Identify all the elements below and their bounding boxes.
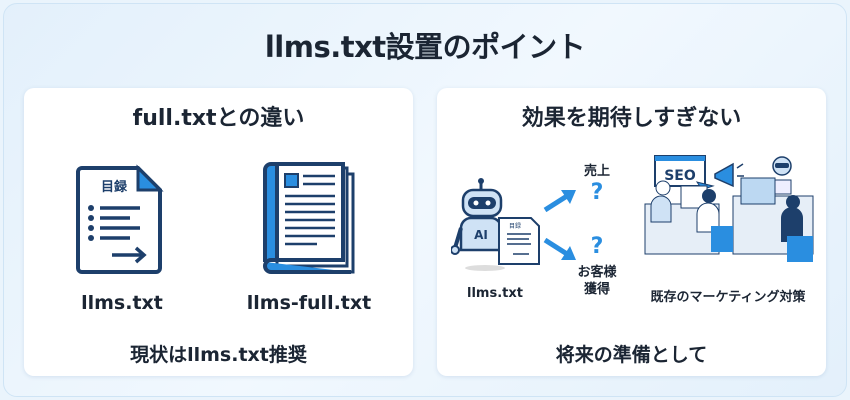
customer-acquisition-label: お客様 獲得 [567,264,627,298]
sales-question-mark: ? [590,180,604,205]
marketing-office-illustration: SEO [644,155,814,262]
doc-toc-text: 目録 [101,179,128,195]
arrow-up-right-icon [543,190,576,212]
arrow-down-right-icon [543,238,576,260]
customer-label-line1: お客様 [577,265,617,280]
card-dont-expect-too-much: 効果を期待しすぎない AI 目録 売上 ? ? お客様 獲得 SEO [437,88,826,376]
page-title: llms.txt設置のポイント [264,30,586,64]
card-footer: 現状はllms.txt推奨 [130,344,307,366]
megaphone-icon [714,162,734,188]
card-full-txt-difference: full.txtとの違い 目録 llms.txt llms-full.txt 現… [24,88,413,376]
robot-ai-text: AI [474,228,488,242]
card-heading: 効果を期待しすぎない [521,106,742,131]
customer-label-line2: 獲得 [583,282,610,297]
llms-txt-robot-label: llms.txt [467,286,523,301]
sales-label: 売上 [583,164,610,179]
card-heading: full.txtとの違い [132,106,305,131]
existing-marketing-label: 既存のマーケティング対策 [650,290,806,305]
card-footer: 将来の準備として [555,344,708,366]
ai-robot-icon: AI 目録 [451,178,540,271]
llms-txt-label: llms.txt [81,292,163,314]
book-full-icon [263,162,355,274]
llms-full-txt-label: llms-full.txt [246,292,372,314]
customer-question-mark: ? [590,234,604,259]
seo-text: SEO [664,168,696,184]
robot-doc-text: 目録 [509,222,521,230]
document-toc-icon: 目録 [76,164,164,274]
